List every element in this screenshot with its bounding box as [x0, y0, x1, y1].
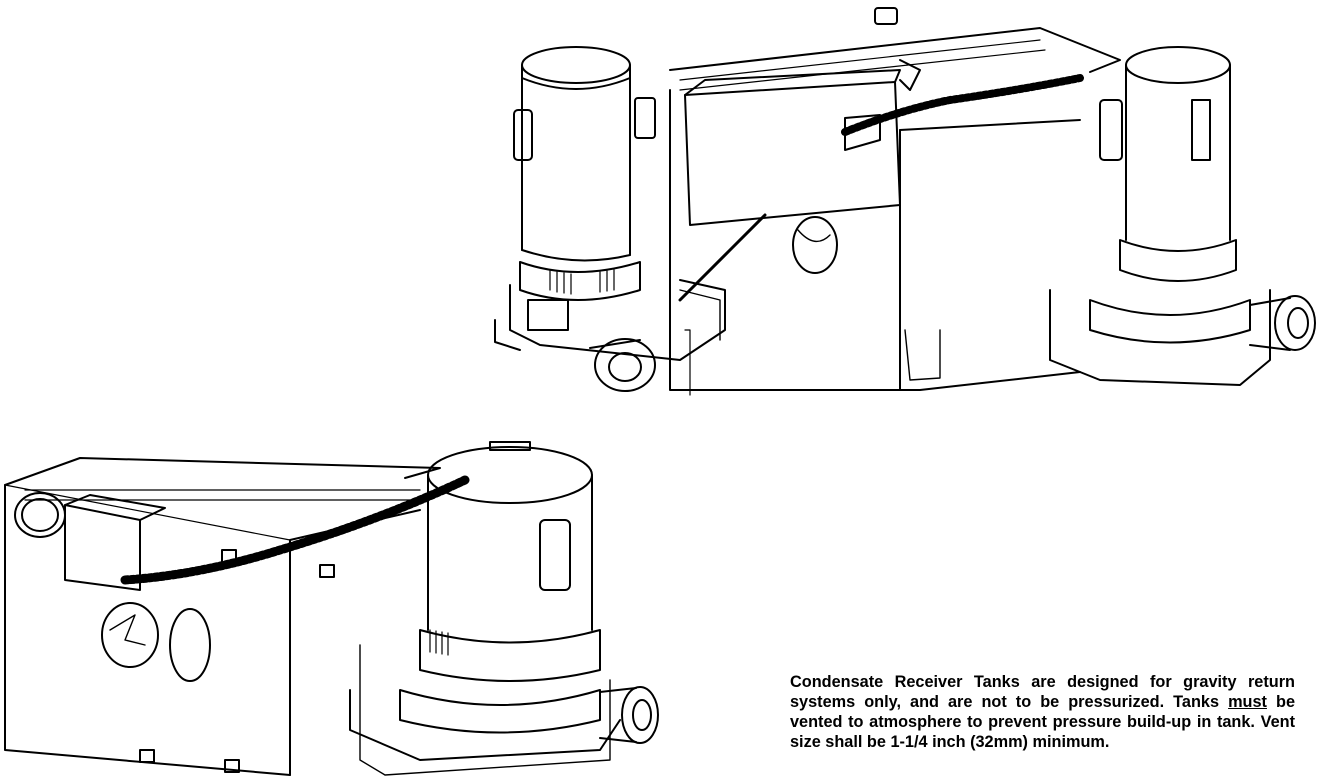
simplex-unit-illustration	[0, 430, 680, 781]
notice-part1: Condensate Receiver Tanks are designed f…	[790, 673, 1295, 711]
notice-text: Condensate Receiver Tanks are designed f…	[790, 672, 1295, 752]
duplex-unit-illustration	[480, 0, 1321, 410]
notice-emphasis: must	[1228, 693, 1267, 711]
notice-part2: be vented to atmosphere to prevent press…	[790, 693, 1295, 751]
